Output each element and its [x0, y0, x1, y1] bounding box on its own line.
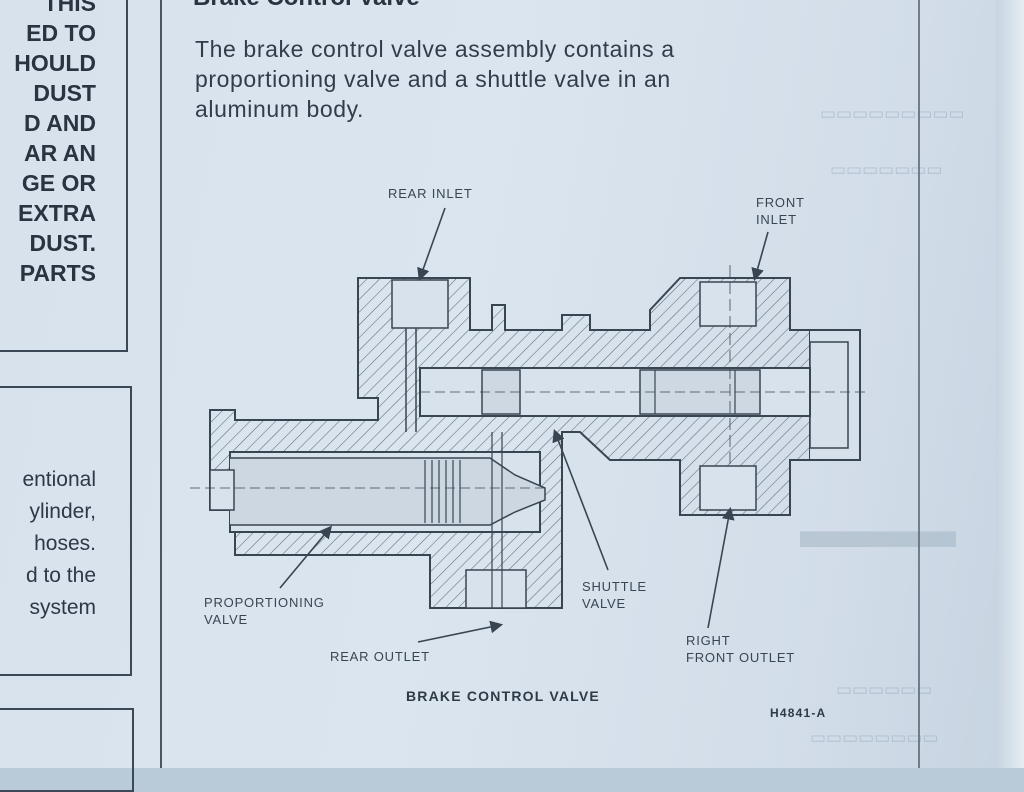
lower-box	[0, 708, 134, 792]
label-proportioning-valve: PROPORTIONING VALVE	[204, 594, 325, 628]
note-line: entional	[22, 468, 96, 491]
bleed-through-text: ▭▭▭▭▭▭▭	[830, 160, 943, 179]
label-line: VALVE	[204, 612, 248, 627]
paragraph-line: proportioning valve and a shuttle valve …	[195, 66, 671, 92]
warning-text: THIS ED TO HOULD DUST D AND AR AN GE OR …	[14, 0, 96, 288]
warning-box: THIS ED TO HOULD DUST D AND AR AN GE OR …	[0, 0, 128, 352]
bleed-through-text: ▭▭▭▭▭▭	[836, 680, 933, 699]
warning-line: ED TO	[26, 20, 96, 46]
label-rear-outlet: REAR OUTLET	[330, 649, 430, 664]
label-rear-inlet: REAR INLET	[388, 186, 473, 201]
note-line: ylinder,	[29, 500, 96, 523]
label-line: INLET	[756, 212, 797, 227]
label-line: FRONT	[756, 195, 805, 210]
bleed-through-text: ▭▭▭▭▭▭▭▭▭	[820, 104, 965, 123]
bleed-through-heading: ▬▬▬	[800, 501, 956, 559]
page-edge	[996, 0, 1024, 768]
paragraph-line: aluminum body.	[195, 96, 365, 122]
note-box	[0, 386, 132, 676]
note-line: d to the	[25, 564, 96, 587]
bleed-through-text: ▭▭▭▭▭▭▭▭	[810, 728, 939, 747]
note-line: system	[29, 596, 96, 619]
label-line: PROPORTIONING	[204, 595, 325, 610]
column-rule-right	[918, 0, 920, 768]
label-line: RIGHT	[686, 633, 731, 648]
warning-line: EXTRA	[18, 200, 96, 226]
valve-cross-section	[190, 207, 870, 643]
label-shuttle-valve: SHUTTLE VALVE	[582, 578, 647, 612]
warning-line: AR AN	[24, 140, 96, 166]
label-right-front-outlet: RIGHT FRONT OUTLET	[686, 632, 795, 666]
paragraph-line: The brake control valve assembly contain…	[195, 36, 675, 62]
label-line: SHUTTLE	[582, 579, 647, 594]
warning-line: PARTS	[19, 260, 96, 286]
valve-body	[209, 277, 811, 609]
label-front-inlet: FRONT INLET	[756, 194, 805, 228]
warning-line: HOULD	[14, 50, 96, 76]
column-rule	[160, 0, 162, 768]
note-text: entional ylinder, hoses. d to the system	[0, 464, 96, 624]
warning-line: THIS	[43, 0, 96, 16]
label-line: FRONT OUTLET	[686, 650, 796, 665]
warning-line: D AND	[24, 110, 96, 136]
warning-line: DUST.	[29, 230, 96, 256]
section-heading: Brake Control Valve	[193, 0, 420, 12]
warning-line: GE OR	[21, 170, 96, 196]
label-line: VALVE	[582, 596, 626, 611]
brake-control-valve-diagram: REAR INLET FRONT INLET PROPORTIONING VAL…	[170, 170, 910, 730]
figure-id: H4841-A	[770, 706, 827, 720]
figure-caption: BRAKE CONTROL VALVE	[406, 688, 600, 704]
note-line: hoses.	[34, 532, 96, 555]
section-paragraph: The brake control valve assembly contain…	[195, 34, 895, 124]
warning-line: DUST	[33, 80, 96, 106]
